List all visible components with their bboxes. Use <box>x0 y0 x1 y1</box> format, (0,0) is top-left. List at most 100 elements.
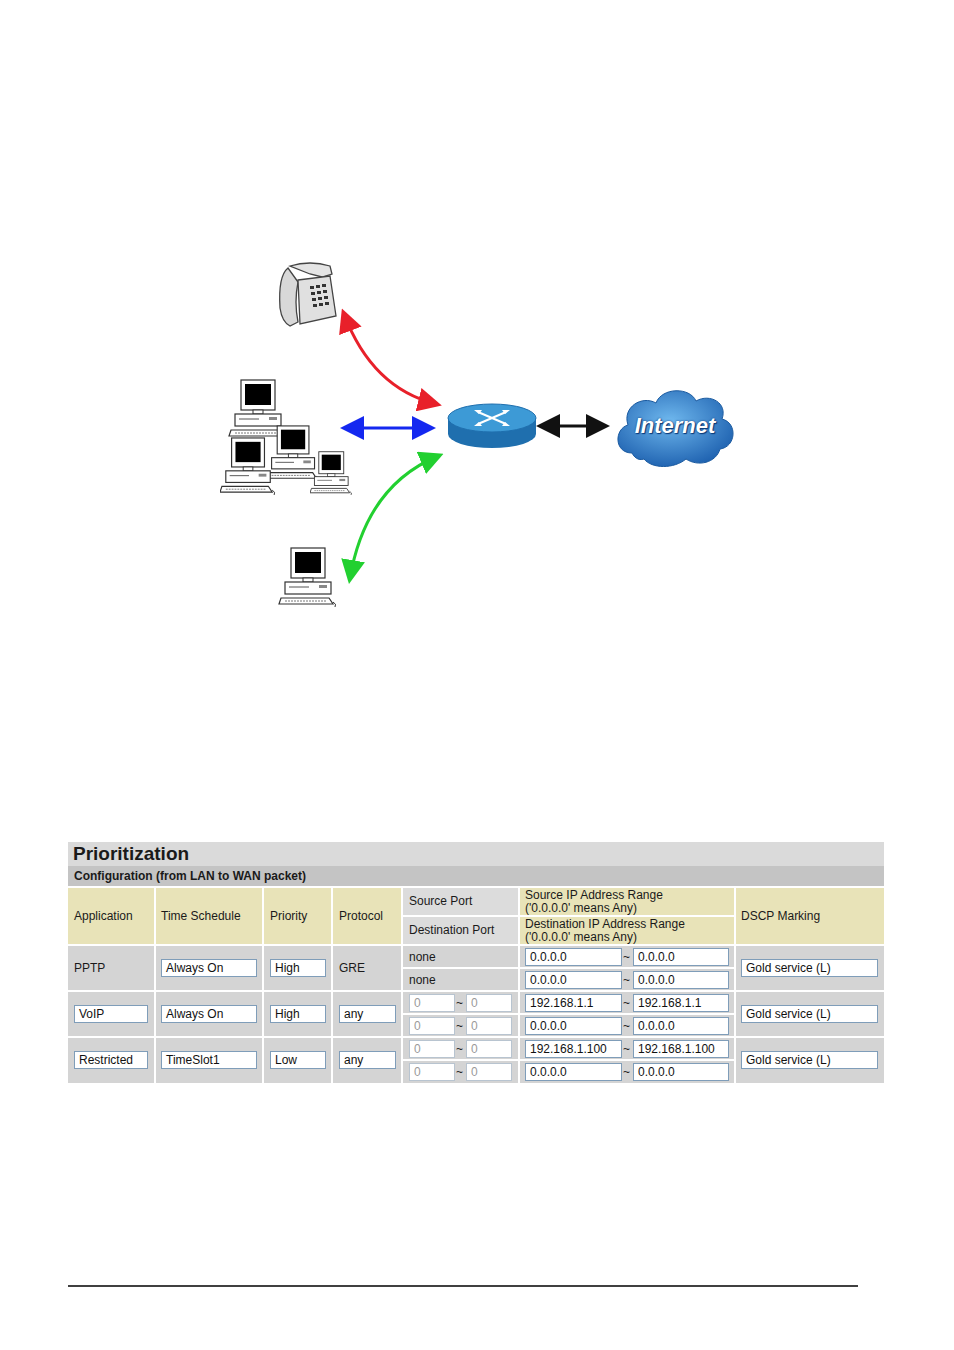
select-value: any <box>340 1006 395 1022</box>
cloud-label: Internet <box>635 413 716 439</box>
router-icon <box>448 404 536 448</box>
footer-rule <box>68 1285 858 1287</box>
input-value: 192.168.1.1 <box>526 995 621 1011</box>
input-value: VoIP <box>75 1006 147 1022</box>
section-heading: Configuration (from LAN to WAN packet) <box>74 870 306 883</box>
select-value: Gold service (L) <box>742 1006 877 1022</box>
arrow <box>344 314 436 404</box>
input-box: VoIP <box>74 1005 148 1023</box>
select-box: Gold service (L) <box>741 959 878 977</box>
input-value: 0.0.0.0 <box>526 1064 621 1080</box>
input-value: 192.168.1.100 <box>526 1041 621 1057</box>
arrow <box>346 427 430 430</box>
range-separator: ~ <box>456 997 463 1010</box>
column-header: Source IP Address Range ('0.0.0.0' means… <box>525 889 697 915</box>
select-box: Always On <box>161 959 257 977</box>
select-box: Gold service (L) <box>741 1005 878 1023</box>
select-value: Gold service (L) <box>742 960 877 976</box>
select-box: TimeSlot1 <box>161 1051 257 1069</box>
input-value: 0 <box>467 1018 511 1034</box>
input-value: 0.0.0.0 <box>634 1018 728 1034</box>
input-box: 192.168.1.100 <box>525 1040 622 1058</box>
input-value: 0.0.0.0 <box>634 949 728 965</box>
range-separator: ~ <box>623 1066 630 1079</box>
column-header: Source Port <box>409 895 517 908</box>
column-header: Application <box>74 910 152 923</box>
input-value: 0 <box>467 1064 511 1080</box>
arrow <box>542 425 604 428</box>
input-value: 192.168.1.1 <box>634 995 728 1011</box>
table-cell: none <box>409 951 436 964</box>
input-value: 0.0.0.0 <box>526 949 621 965</box>
input-box: 0 <box>409 994 455 1012</box>
input-box: 0 <box>466 1040 512 1058</box>
computer-icon <box>310 452 352 495</box>
input-value: 0 <box>410 1041 454 1057</box>
phone-icon <box>280 263 336 326</box>
table-title: Prioritization <box>73 844 189 864</box>
input-box: 0 <box>409 1040 455 1058</box>
input-box: 0 <box>409 1017 455 1035</box>
select-box: Always On <box>161 1005 257 1023</box>
input-value: 0 <box>467 1041 511 1057</box>
input-box: 0 <box>409 1063 455 1081</box>
range-separator: ~ <box>623 951 630 964</box>
column-header: Priority <box>270 910 330 923</box>
select-value: High <box>271 1006 325 1022</box>
table-cell: GRE <box>339 962 365 975</box>
column-header: Protocol <box>339 910 399 923</box>
range-separator: ~ <box>456 1066 463 1079</box>
input-value: Restricted <box>75 1052 147 1068</box>
table-grid <box>68 842 884 1083</box>
input-box: 0.0.0.0 <box>633 1017 729 1035</box>
input-box: 0 <box>466 1063 512 1081</box>
input-box: 192.168.1.1 <box>633 994 729 1012</box>
input-value: 0 <box>410 995 454 1011</box>
computer-icon <box>266 426 319 481</box>
range-separator: ~ <box>623 974 630 987</box>
select-box: Low <box>270 1051 326 1069</box>
select-value: TimeSlot1 <box>162 1052 256 1068</box>
input-value: 0.0.0.0 <box>526 1018 621 1034</box>
range-separator: ~ <box>623 997 630 1010</box>
input-box: 192.168.1.100 <box>633 1040 729 1058</box>
select-value: Always On <box>162 1006 256 1022</box>
input-box: 0.0.0.0 <box>525 1063 622 1081</box>
range-separator: ~ <box>456 1020 463 1033</box>
select-box: High <box>270 959 326 977</box>
input-value: 0 <box>467 995 511 1011</box>
select-box: any <box>339 1005 396 1023</box>
table-cell: PPTP <box>74 962 105 975</box>
input-value: 0 <box>410 1018 454 1034</box>
input-box: 0.0.0.0 <box>525 1017 622 1035</box>
select-value: High <box>271 960 325 976</box>
column-header: DSCP Marking <box>741 910 881 923</box>
select-value: any <box>340 1052 395 1068</box>
range-separator: ~ <box>623 1020 630 1033</box>
input-value: 0.0.0.0 <box>634 1064 728 1080</box>
range-separator: ~ <box>456 1043 463 1056</box>
input-box: 0.0.0.0 <box>633 1063 729 1081</box>
input-box: 0.0.0.0 <box>525 971 622 989</box>
input-box: 0 <box>466 994 512 1012</box>
select-value: Low <box>271 1052 325 1068</box>
input-box: 192.168.1.1 <box>525 994 622 1012</box>
computer-icon <box>220 438 275 495</box>
select-value: Gold service (L) <box>742 1052 877 1068</box>
input-box: 0.0.0.0 <box>525 948 622 966</box>
input-box: 0.0.0.0 <box>633 948 729 966</box>
input-value: 0 <box>410 1064 454 1080</box>
computer-icon <box>279 548 336 607</box>
column-header: Destination IP Address Range ('0.0.0.0' … <box>525 918 730 944</box>
select-box: High <box>270 1005 326 1023</box>
table-cell: none <box>409 974 436 987</box>
column-header: Time Schedule <box>161 910 259 923</box>
range-separator: ~ <box>623 1043 630 1056</box>
input-value: 0.0.0.0 <box>634 972 728 988</box>
input-value: 192.168.1.100 <box>634 1041 728 1057</box>
select-box: any <box>339 1051 396 1069</box>
select-value: Always On <box>162 960 256 976</box>
input-box: 0.0.0.0 <box>633 971 729 989</box>
